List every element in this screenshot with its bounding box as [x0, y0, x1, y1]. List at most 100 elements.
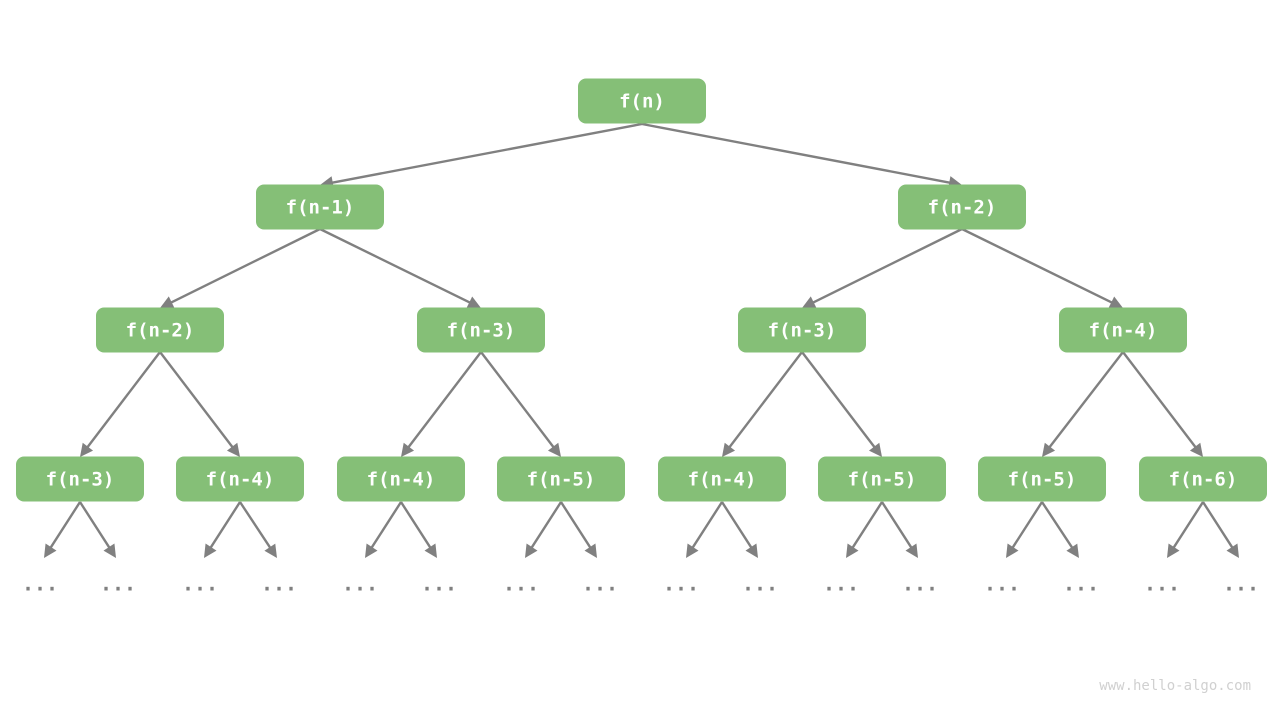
tree-edge-2-arrowhead	[160, 296, 175, 309]
ellipsis-marker: ...	[823, 572, 859, 596]
node-label: f(n-5)	[527, 469, 596, 491]
tree-node[interactable]: f(n-5)	[497, 456, 625, 502]
node-box	[1139, 456, 1267, 502]
leaf-edge-4-arrowhead	[365, 543, 378, 558]
leaf-edge-14-line	[1172, 501, 1205, 549]
leaf-edge-8-arrowhead	[686, 543, 699, 558]
leaf-edge-2-arrowhead	[204, 543, 217, 558]
node-box	[978, 456, 1106, 502]
leaf-edge-5-line	[399, 501, 432, 549]
ellipsis-marker: ...	[342, 572, 378, 596]
tree-node[interactable]: f(n)	[578, 78, 706, 124]
watermark: www.hello-algo.com	[1099, 678, 1251, 694]
node-label: f(n-4)	[206, 469, 275, 491]
ellipsis-marker: ...	[22, 572, 58, 596]
ellipsis-marker: ...	[261, 572, 297, 596]
leaf-edge-11-arrowhead	[905, 543, 918, 558]
node-box	[256, 184, 384, 230]
tree-edge-8-line	[407, 351, 482, 449]
tree-node[interactable]: f(n-4)	[658, 456, 786, 502]
tree-edge-5-line	[961, 227, 1113, 304]
tree-node[interactable]: f(n-1)	[256, 184, 384, 230]
node-box	[738, 307, 866, 353]
ellipsis-layer: ........................................…	[22, 572, 1259, 596]
tree-node[interactable]: f(n-4)	[337, 456, 465, 502]
leaf-edge-5-arrowhead	[424, 543, 437, 558]
leaf-edge-4-line	[370, 501, 403, 549]
leaf-edge-layer	[44, 501, 1239, 558]
node-box	[658, 456, 786, 502]
node-box	[497, 456, 625, 502]
tree-node[interactable]: f(n-5)	[978, 456, 1106, 502]
leaf-edge-0-line	[49, 501, 82, 549]
tree-edge-11-line	[801, 351, 876, 449]
leaf-edge-14-arrowhead	[1167, 543, 1180, 558]
leaf-edge-2-line	[209, 501, 242, 549]
node-label: f(n-5)	[848, 469, 917, 491]
node-label: f(n-3)	[768, 320, 837, 342]
ellipsis-marker: ...	[984, 572, 1020, 596]
tree-edge-3-arrowhead	[466, 296, 481, 309]
leaf-edge-0-arrowhead	[44, 543, 57, 558]
node-box	[818, 456, 946, 502]
node-label: f(n)	[619, 91, 665, 113]
tree-edge-3-line	[319, 227, 471, 304]
tree-node[interactable]: f(n-3)	[738, 307, 866, 353]
node-box	[1059, 307, 1187, 353]
ellipsis-marker: ...	[1063, 572, 1099, 596]
leaf-edge-15-arrowhead	[1226, 543, 1239, 558]
ellipsis-marker: ...	[503, 572, 539, 596]
leaf-edge-10-arrowhead	[846, 543, 859, 558]
tree-node[interactable]: f(n-2)	[898, 184, 1026, 230]
leaf-edge-1-arrowhead	[103, 543, 116, 558]
tree-node[interactable]: f(n-2)	[96, 307, 224, 353]
leaf-edge-11-line	[880, 501, 913, 549]
leaf-edge-1-line	[78, 501, 111, 549]
leaf-edge-13-arrowhead	[1066, 543, 1079, 558]
node-label: f(n-1)	[286, 197, 355, 219]
tree-edge-7-line	[159, 351, 234, 449]
tree-node[interactable]: f(n-5)	[818, 456, 946, 502]
tree-node[interactable]: f(n-4)	[1059, 307, 1187, 353]
node-label: f(n-4)	[688, 469, 757, 491]
leaf-edge-9-arrowhead	[745, 543, 758, 558]
tree-edge-5-arrowhead	[1108, 296, 1123, 309]
node-box	[337, 456, 465, 502]
tree-edge-6-arrowhead	[80, 442, 94, 457]
leaf-edge-15-line	[1201, 501, 1234, 549]
edge-layer	[80, 122, 1203, 457]
ellipsis-marker: ...	[1223, 572, 1259, 596]
node-box	[417, 307, 545, 353]
ellipsis-marker: ...	[582, 572, 618, 596]
node-label: f(n-4)	[1089, 320, 1158, 342]
ellipsis-marker: ...	[742, 572, 778, 596]
tree-node[interactable]: f(n-6)	[1139, 456, 1267, 502]
leaf-edge-8-line	[691, 501, 724, 549]
leaf-edge-10-line	[851, 501, 884, 549]
leaf-edge-7-arrowhead	[584, 543, 597, 558]
ellipsis-marker: ...	[182, 572, 218, 596]
tree-node[interactable]: f(n-3)	[417, 307, 545, 353]
node-box	[578, 78, 706, 124]
tree-edge-0-line	[331, 122, 643, 184]
node-label: f(n-3)	[447, 320, 516, 342]
leaf-edge-13-line	[1040, 501, 1074, 549]
tree-node[interactable]: f(n-3)	[16, 456, 144, 502]
ellipsis-marker: ...	[902, 572, 938, 596]
leaf-edge-9-line	[720, 501, 753, 549]
tree-edge-11-arrowhead	[868, 442, 882, 457]
node-box	[96, 307, 224, 353]
tree-edge-7-arrowhead	[226, 442, 240, 457]
tree-node[interactable]: f(n-4)	[176, 456, 304, 502]
node-layer: f(n) f(n-1) f(n-2) f(n-2) f(n-3) f(n-3) f(n-4)…	[16, 78, 1267, 502]
node-label: f(n-4)	[367, 469, 436, 491]
leaf-edge-3-line	[238, 501, 272, 549]
tree-edge-4-arrowhead	[802, 296, 817, 309]
ellipsis-marker: ...	[1144, 572, 1180, 596]
tree-edge-10-line	[728, 351, 803, 449]
leaf-edge-12-arrowhead	[1006, 543, 1019, 558]
node-label: f(n-2)	[126, 320, 195, 342]
tree-edge-6-line	[86, 351, 161, 449]
tree-edge-8-arrowhead	[401, 442, 415, 457]
